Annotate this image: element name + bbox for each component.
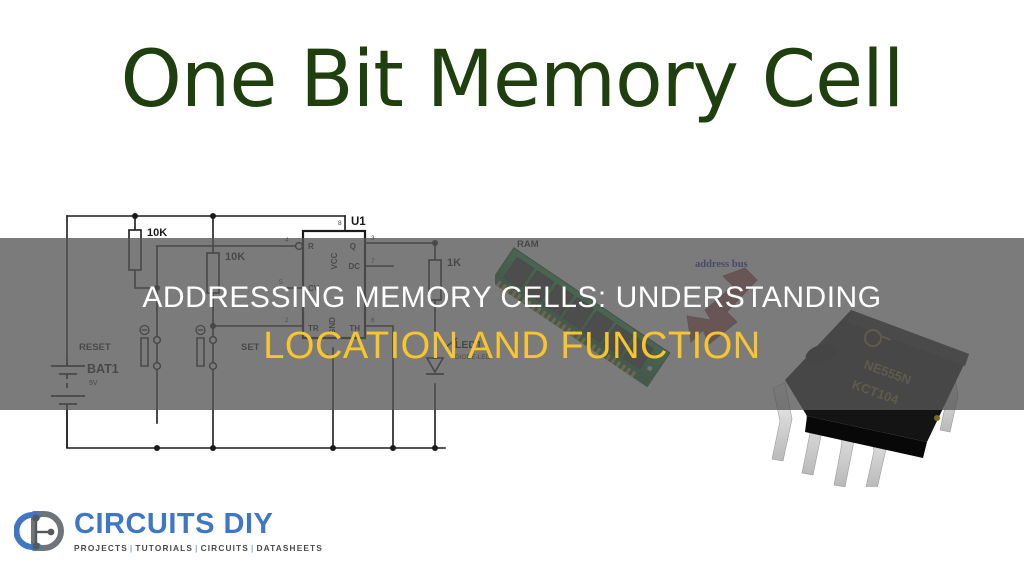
tagline-item-circuits: CIRCUITS [200,542,249,553]
overlay-headline-line2: LOCATION AND FUNCTION [263,325,761,367]
tagline-sep-2: | [195,542,199,553]
logo-text-group: CIRCUITS DIY PROJECTS|TUTORIALS|CIRCUITS… [74,507,323,552]
tagline-sep-3: | [250,542,255,553]
resistor-r1-label: 10K [147,227,167,239]
overlay-band [0,238,1024,410]
ic-pinnum-8: 8 [338,220,342,227]
overlay-text-group: ADDRESSING MEMORY CELLS: UNDERSTANDING L… [0,238,1024,410]
logo-wordmark: CIRCUITS DIY [74,507,274,540]
tagline-item-tutorials: TUTORIALS [135,542,194,553]
logo-mark-icon [13,505,66,557]
tagline-sep-1: | [129,542,134,553]
tagline-item-datasheets: DATASHEETS [256,542,323,553]
logo-tagline: PROJECTS|TUTORIALS|CIRCUITS|DATASHEETS [74,544,323,552]
ic-ref-label: U1 [351,216,366,228]
site-logo[interactable]: CIRCUITS DIY PROJECTS|TUTORIALS|CIRCUITS… [13,505,323,557]
overlay-headline-line1: ADDRESSING MEMORY CELLS: UNDERSTANDING [142,281,882,314]
tagline-item-projects: PROJECTS [74,542,128,553]
page-title: One Bit Memory Cell [120,35,905,125]
